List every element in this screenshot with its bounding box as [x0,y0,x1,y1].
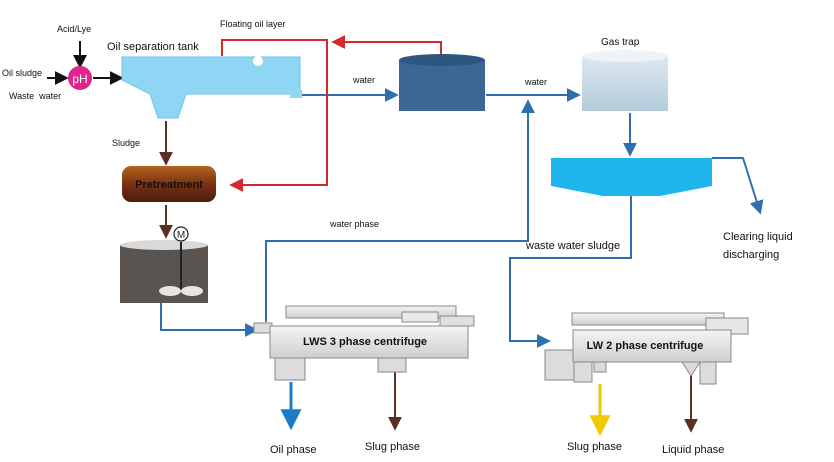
lw2-centrifuge: LW 2 phase centrifuge [544,312,749,385]
clearing-liquid-label: Clearing liquid [723,231,793,243]
acid-lye-label: Acid/Lye [57,24,91,34]
lw2-centrifuge-label: LW 2 phase centrifuge [587,340,704,352]
clarifier [551,158,712,196]
waste-water-sludge-line [509,196,632,348]
clearing-liquid-label-2: discharging [723,249,779,261]
pretreatment-label: Pretreatment [135,179,203,191]
waste-water-label: Waste water [9,91,61,101]
water-phase-label: water phase [329,219,379,229]
water-phase-line [265,99,535,322]
water-tank [399,54,485,111]
mixing-tank [120,240,208,303]
lws-centrifuge: LWS 3 phase centrifuge [253,305,475,381]
floating-oil-line [221,39,328,192]
motor-icon: M [173,226,189,242]
clearing-liquid-arrow [712,157,764,215]
pretreatment-unit: Pretreatment [122,166,216,202]
oil-sludge-label: Oil sludge [2,68,42,78]
oil-separation-tank [121,56,302,119]
gas-trap [582,50,668,111]
gas-trap-label: Gas trap [601,37,640,48]
oil-separation-tank-label: Oil separation tank [107,41,199,53]
lws-centrifuge-label: LWS 3 phase centrifuge [303,336,427,348]
lw2-slug-phase-label: Slug phase [567,441,622,453]
waste-water-sludge-label: waste water sludge [525,240,620,252]
floating-oil-layer-label: Floating oil layer [220,19,286,29]
mixer-to-lws-line [160,303,259,337]
lws-slug-phase-label: Slug phase [365,441,420,453]
water-label-2: water [524,77,547,87]
ph-marker [68,66,92,90]
sludge-label: Sludge [112,138,140,148]
oil-phase-label: Oil phase [270,444,316,456]
liquid-phase-label: Liquid phase [662,444,724,456]
water-label-1: water [352,75,375,85]
motor-label: M [177,230,185,241]
ph-label: pH [72,72,87,86]
